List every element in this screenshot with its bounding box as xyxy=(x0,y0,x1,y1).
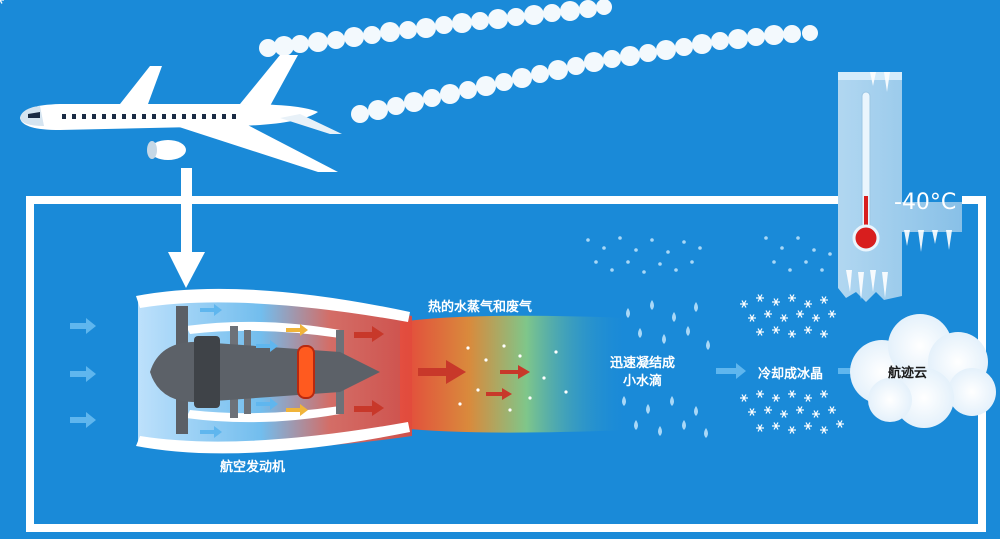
exhaust-plume xyxy=(400,315,630,433)
condense-label: 迅速凝结成 小水滴 xyxy=(610,355,675,391)
contrail-trail-lower xyxy=(351,25,818,123)
ice-label: 冷却成冰晶 xyxy=(758,367,824,382)
mist-particles xyxy=(586,236,832,274)
warm-arrows xyxy=(286,324,308,416)
hot-arrows xyxy=(354,326,530,416)
water-droplet-icon xyxy=(622,300,710,438)
jet-engine-icon xyxy=(136,288,412,454)
contrail-label: 航迹云 xyxy=(888,366,928,381)
cloud-icon xyxy=(850,314,996,428)
vapor-particles xyxy=(458,344,568,412)
condense-label-line1: 迅速凝结成 xyxy=(610,356,676,371)
condense-label-line2: 小水滴 xyxy=(623,374,663,389)
intake-arrows xyxy=(70,304,278,438)
thermometer-icon xyxy=(838,72,962,302)
vapor-label: 热的水蒸气和废气 xyxy=(428,300,533,315)
airplane-icon xyxy=(20,55,342,172)
ice-crystals-upper xyxy=(739,293,837,339)
engine-label: 航空发动机 xyxy=(220,460,286,475)
diagram-frame xyxy=(26,196,986,532)
contrail-trail-upper xyxy=(259,0,612,57)
ice-crystals-lower xyxy=(739,389,845,435)
snowflake-icon xyxy=(0,0,4,4)
temperature-label: -40°C xyxy=(894,190,957,215)
down-arrow-icon xyxy=(168,168,205,288)
